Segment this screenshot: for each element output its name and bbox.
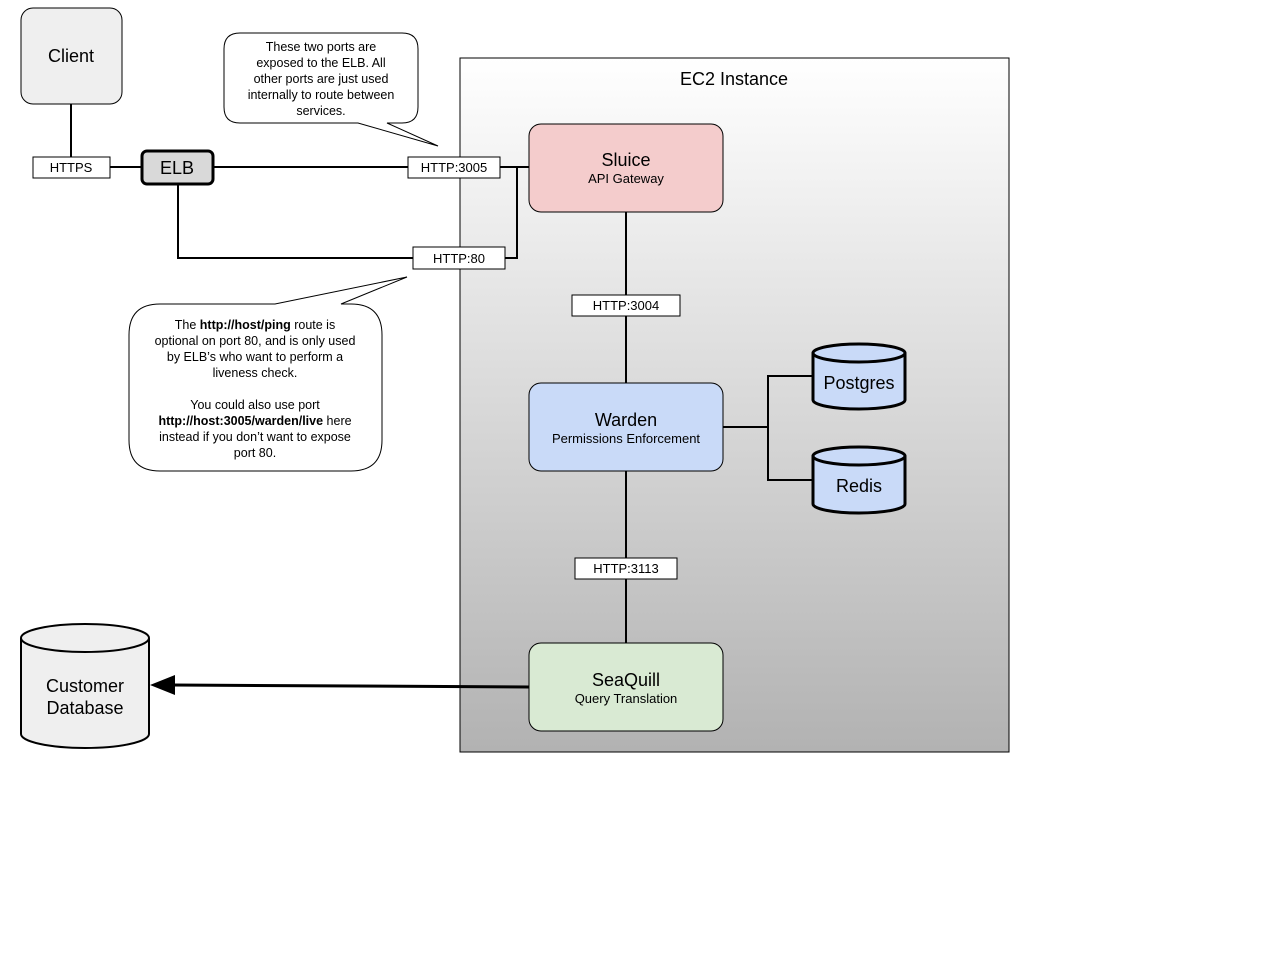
ports-note-line4: internally to route between: [248, 88, 395, 102]
customer-db-line1: Customer: [46, 676, 124, 696]
postgres-label: Postgres: [823, 373, 894, 393]
warden-service-node: Warden Permissions Enforcement: [528, 382, 724, 472]
ec2-instance-title: EC2 Instance: [680, 69, 788, 89]
customer-database-store: Customer Database: [20, 623, 150, 749]
ports-callout: These two ports are exposed to the ELB. …: [223, 32, 439, 147]
sluice-box: [528, 123, 724, 213]
seaquill-box: [528, 642, 724, 732]
ping-note-line8: port 80.: [234, 446, 276, 460]
elb-label: ELB: [160, 158, 194, 178]
https-port-label: HTTPS: [32, 156, 111, 179]
redis-store: Redis: [811, 445, 907, 515]
http80-port-text: HTTP:80: [433, 251, 485, 266]
seaquill-to-customer-db-arrow: [150, 675, 530, 695]
elb-node: ELB: [140, 149, 215, 186]
seaquill-description: Query Translation: [575, 691, 678, 706]
client-node: Client: [20, 7, 123, 105]
ping-note-line6: http://host:3005/warden/live here: [158, 414, 351, 428]
client-label: Client: [48, 46, 94, 66]
ping-note-line3: by ELB’s who want to perform a: [167, 350, 343, 364]
connectors: [70, 104, 812, 643]
ping-note-line2: optional on port 80, and is only used: [155, 334, 356, 348]
http3004-port-label: HTTP:3004: [571, 294, 681, 317]
seaquill-service-node: SeaQuill Query Translation: [528, 642, 724, 732]
ports-note-line5: services.: [296, 104, 345, 118]
http3113-port-text: HTTP:3113: [593, 561, 659, 576]
ping-note-line7: instead if you don’t want to expose: [159, 430, 351, 444]
ports-note-line2: exposed to the ELB. All: [256, 56, 385, 70]
http80-to-sluice-line: [505, 167, 518, 259]
http3005-port-text: HTTP:3005: [421, 160, 487, 175]
postgres-store: Postgres: [811, 342, 907, 411]
ports-note-line3: other ports are just used: [254, 72, 389, 86]
ping-note-line1: The http://host/ping route is: [175, 318, 335, 332]
redis-label: Redis: [836, 476, 882, 496]
stores-branch-line: [767, 375, 812, 481]
sluice-name: Sluice: [601, 150, 650, 170]
warden-box: [528, 382, 724, 472]
warden-name: Warden: [595, 410, 657, 430]
http80-port-label: HTTP:80: [412, 246, 506, 270]
http3113-port-label: HTTP:3113: [574, 557, 678, 580]
seaquill-name: SeaQuill: [592, 670, 660, 690]
https-port-text: HTTPS: [50, 160, 93, 175]
http3005-port-label: HTTP:3005: [407, 156, 501, 179]
warden-description: Permissions Enforcement: [552, 431, 700, 446]
ping-note-line5: You could also use port: [190, 398, 320, 412]
ports-note-line1: These two ports are: [266, 40, 377, 54]
ping-note-line4: liveness check.: [213, 366, 298, 380]
elb-to-http80-line: [177, 184, 413, 259]
http3004-port-text: HTTP:3004: [593, 298, 659, 313]
customer-db-line2: Database: [46, 698, 123, 718]
sluice-service-node: Sluice API Gateway: [528, 123, 724, 213]
sluice-description: API Gateway: [588, 171, 664, 186]
ping-callout: The http://host/ping route is optional o…: [128, 276, 408, 472]
